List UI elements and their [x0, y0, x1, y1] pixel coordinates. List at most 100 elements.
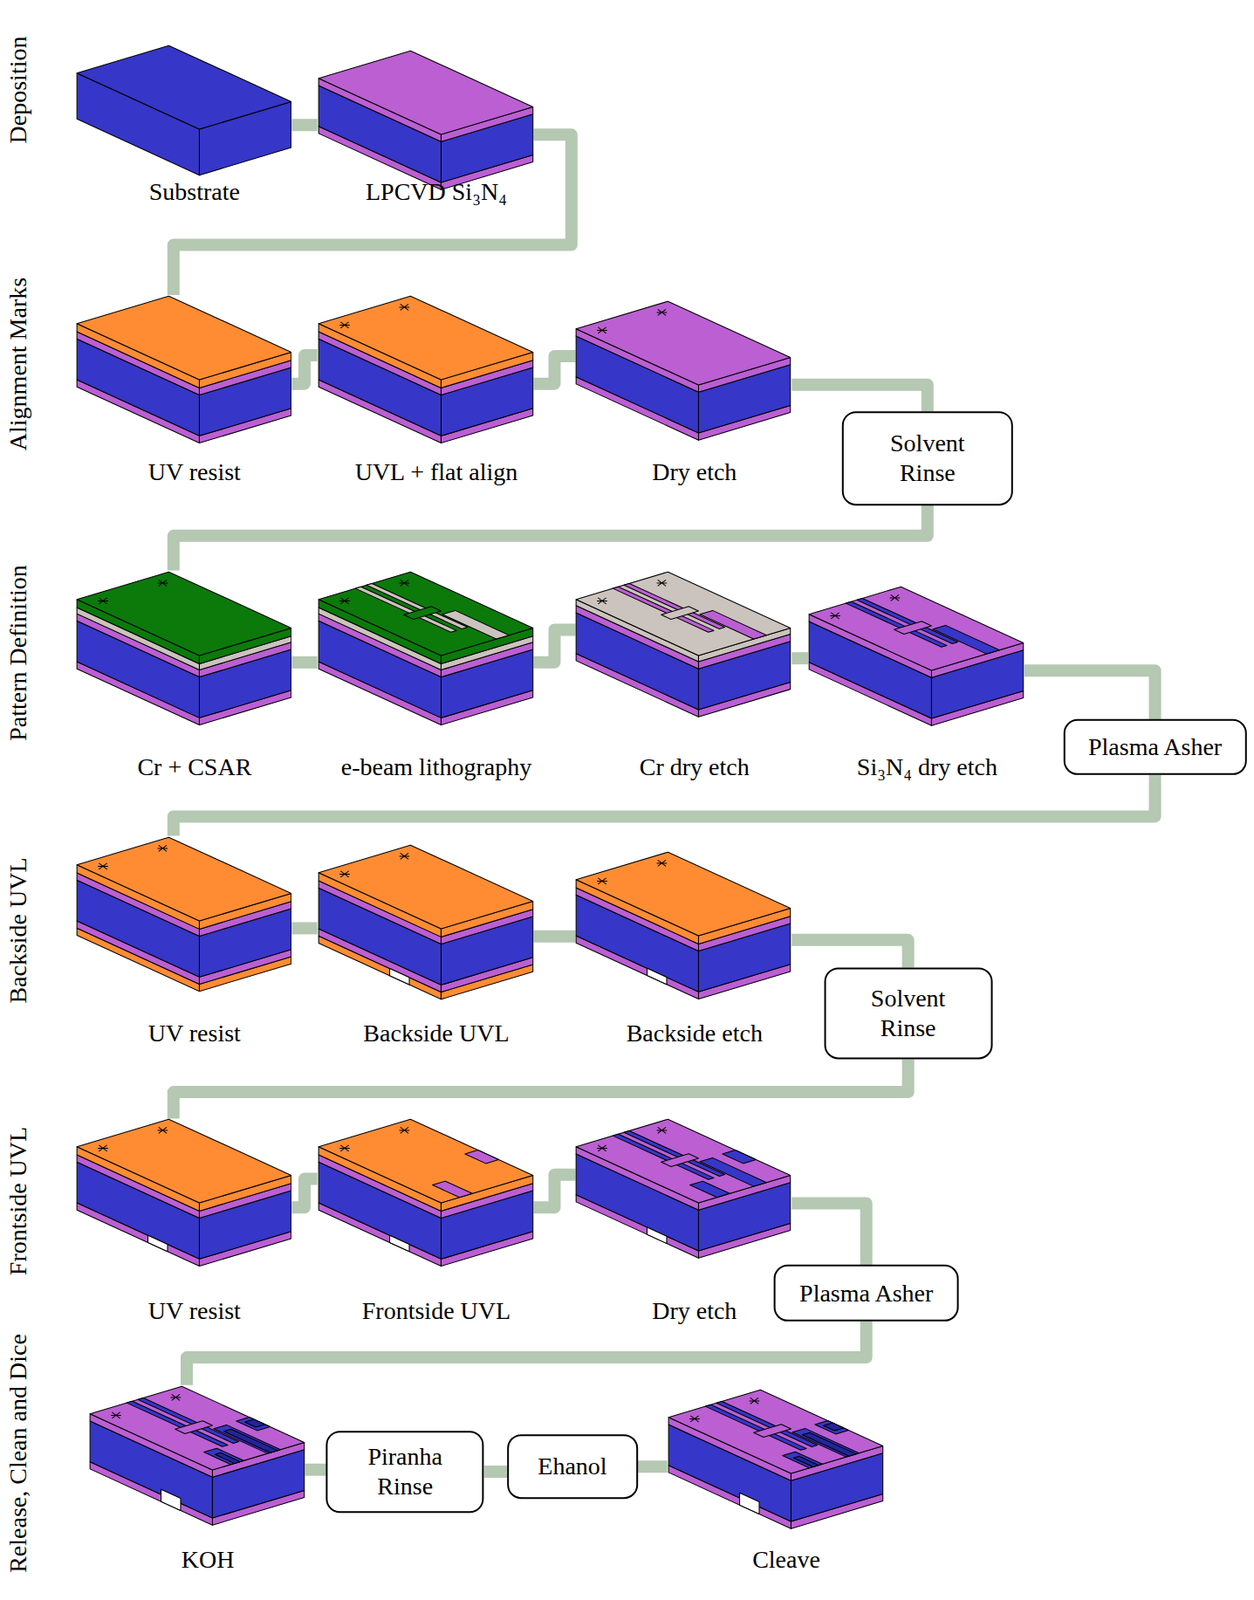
- etched-slot: [613, 586, 715, 632]
- flow-connector: [186, 1321, 867, 1385]
- flow-connector: [534, 930, 576, 943]
- box-text: Piranha Rinse: [340, 1441, 471, 1501]
- flow-connector: [534, 629, 576, 662]
- alignment-mark: [597, 327, 609, 334]
- backside-notch: [647, 967, 667, 984]
- cross-beam: [661, 605, 699, 619]
- flow-connector: [791, 651, 809, 665]
- top-face: [576, 301, 792, 385]
- etched-window: [690, 1181, 731, 1199]
- wafer-illustration: [89, 1384, 306, 1526]
- etched-window: [815, 1420, 850, 1434]
- alignment-mark: [398, 852, 410, 859]
- row-label: Frontside UVL: [4, 1126, 33, 1275]
- alignment-mark: [689, 1415, 700, 1422]
- step-caption: Backside etch: [626, 1018, 763, 1049]
- etched-window: [442, 609, 509, 639]
- flow-connector: [291, 118, 317, 131]
- top-face: [76, 46, 292, 131]
- step-caption: UV resist: [148, 457, 241, 487]
- box-text: Plasma Asher: [1088, 732, 1222, 762]
- wafer-illustration: [75, 294, 293, 445]
- process-step: Cr dry etch: [575, 570, 792, 718]
- etched-slot: [137, 1397, 240, 1443]
- koh-groove: [214, 1452, 240, 1463]
- process-step: Si₃N₄ dry etch: [808, 585, 1025, 727]
- top-face: [318, 1119, 534, 1204]
- flow-connector: [305, 1463, 327, 1476]
- process-box: Ehanol: [507, 1433, 638, 1499]
- koh-groove: [244, 1418, 265, 1427]
- etched-slot: [366, 582, 468, 629]
- wafer-illustration: [75, 44, 293, 177]
- process-step: Dry etch: [575, 300, 792, 441]
- box-text: Solvent Rinse: [864, 428, 991, 488]
- alignment-mark: [339, 1144, 350, 1152]
- alignment-mark: [157, 1127, 168, 1134]
- process-box: Solvent Rinse: [842, 411, 1014, 506]
- wafer-illustration: [317, 49, 535, 191]
- row-label: Backside UVL: [4, 857, 33, 1004]
- etched-window: [722, 1150, 757, 1164]
- alignment-mark: [157, 579, 168, 586]
- flow-connector: [534, 1174, 576, 1207]
- process-step: Substrate: [75, 44, 293, 177]
- flow-connector: [291, 355, 317, 384]
- etched-slot: [845, 601, 947, 647]
- etched-slot: [126, 1400, 228, 1446]
- etched-window: [213, 1424, 281, 1453]
- koh-groove: [801, 1432, 857, 1457]
- step-caption: Frontside UVL: [362, 1295, 511, 1326]
- process-step: Frontside UVL: [317, 1117, 535, 1268]
- flow-connector: [291, 1178, 317, 1207]
- backside-notch: [160, 1488, 180, 1510]
- process-step: LPCVD Si₃N₄: [317, 49, 535, 191]
- connector-group: [173, 124, 1156, 1472]
- etched-window: [932, 625, 1000, 655]
- alignment-mark: [97, 1144, 109, 1152]
- process-step: Backside etch: [575, 850, 792, 1001]
- alignment-mark: [339, 322, 350, 329]
- step-caption: UVL + flat align: [355, 457, 519, 487]
- wafer-illustration: [575, 850, 792, 1001]
- row-label: Deposition: [4, 35, 33, 144]
- wafer-illustration: [75, 570, 293, 727]
- top-face: [89, 1385, 305, 1470]
- row-label: Release, Clean and Dice: [4, 1333, 33, 1573]
- etched-window: [236, 1416, 271, 1430]
- process-box: Plasma Asher: [1062, 719, 1247, 775]
- cross-beam: [403, 605, 441, 619]
- alignment-mark: [657, 308, 668, 316]
- etched-slot: [623, 582, 726, 629]
- step-caption: Backside UVL: [363, 1018, 509, 1049]
- process-box: Plasma Asher: [773, 1264, 960, 1321]
- process-box: Solvent Rinse: [823, 966, 993, 1059]
- wafer-illustration: [575, 1117, 792, 1259]
- process-step: e-beam lithography: [317, 570, 535, 727]
- flow-connector: [291, 656, 317, 669]
- alignment-mark: [597, 1144, 609, 1152]
- step-caption: KOH: [181, 1544, 235, 1575]
- wafer-illustration: [317, 1117, 535, 1268]
- cross-beam: [753, 1424, 791, 1438]
- etched-window: [203, 1447, 244, 1465]
- wafer-illustration: [575, 570, 792, 718]
- alignment-mark: [339, 597, 350, 604]
- etched-slot: [613, 1134, 715, 1180]
- wafer-illustration: [575, 300, 792, 441]
- alignment-mark: [110, 1411, 122, 1419]
- top-face: [808, 586, 1024, 671]
- wafer-illustration: [317, 294, 535, 445]
- alignment-mark: [97, 597, 109, 604]
- process-step: KOH: [89, 1384, 306, 1526]
- wafer-illustration: [317, 843, 535, 1001]
- wafer-illustration: [808, 585, 1025, 727]
- flow-connector: [534, 356, 576, 384]
- etched-window: [792, 1428, 859, 1458]
- alignment-mark: [157, 844, 168, 851]
- alignment-mark: [398, 1127, 410, 1134]
- flow-connector: [1024, 670, 1156, 720]
- flow-connector: [291, 921, 317, 934]
